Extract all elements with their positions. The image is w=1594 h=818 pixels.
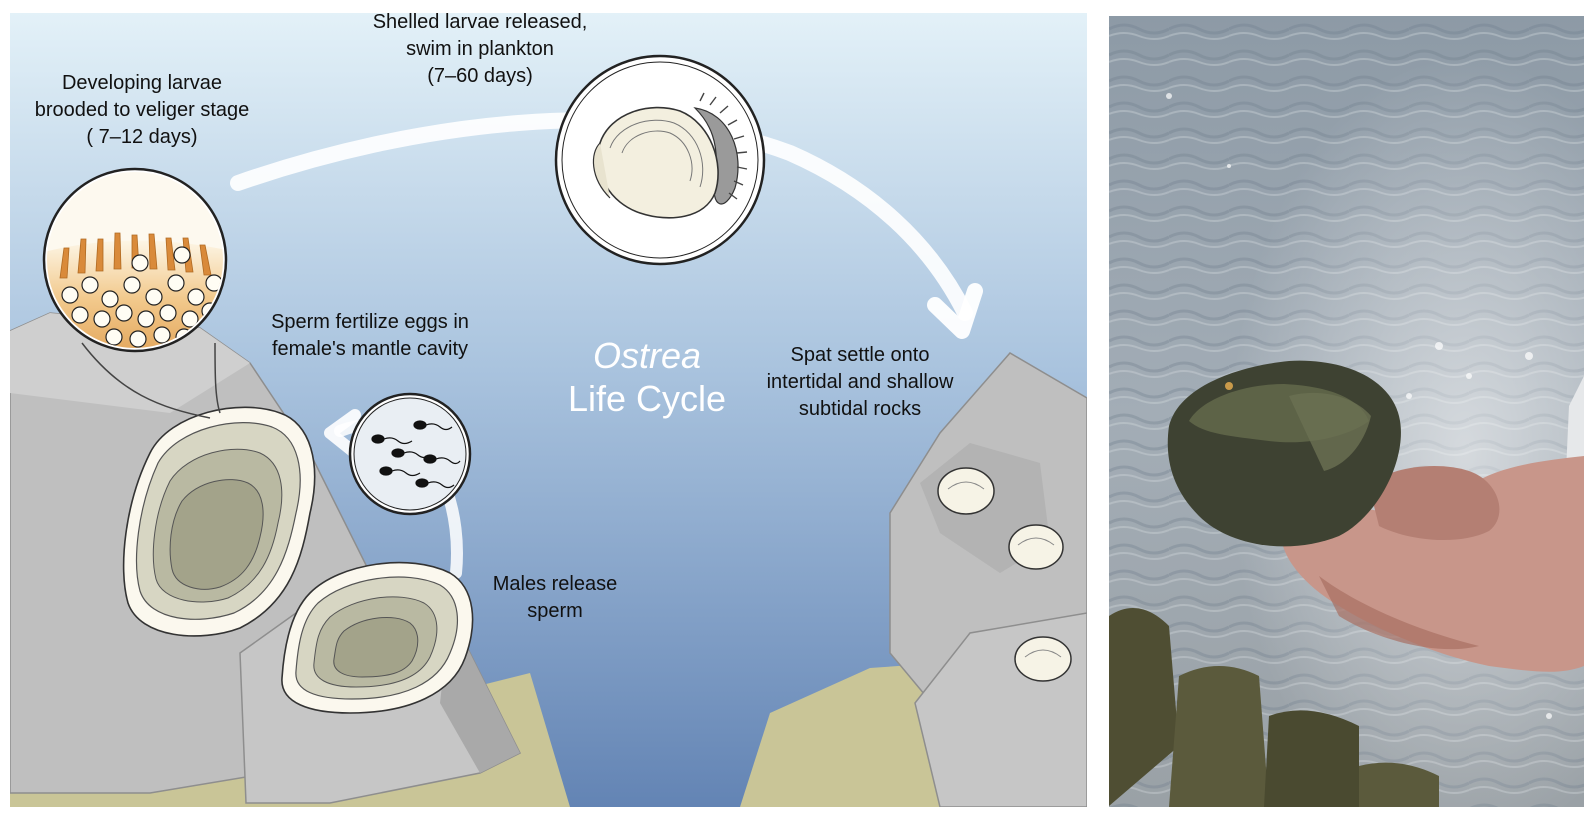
oyster-life-cycle-diagram: Developing larvae brooded to veliger sta… [10, 13, 1087, 807]
label-spat-settle: Spat settle onto intertidal and shallow … [766, 344, 954, 420]
brood-callout-line [81, 342, 211, 419]
brood-circle [42, 167, 228, 353]
label-brooded-larvae: Developing larvae brooded to veliger sta… [34, 72, 250, 148]
diagram-title: Ostrea Life Cycle [547, 335, 747, 421]
thumb [1369, 466, 1500, 541]
brood-callout-line-2 [214, 342, 221, 414]
label-males-release: Males release sperm [492, 573, 618, 622]
sperm-circle [348, 392, 472, 516]
oyster-female [122, 406, 316, 637]
cycle-arrow-head [927, 283, 983, 339]
rock-left-large-top [10, 313, 250, 413]
sperm-arrow-head [324, 409, 361, 459]
label-sperm-fertilize: Sperm fertilize eggs in female's mantle … [271, 311, 469, 360]
photo-artwork [1109, 16, 1584, 807]
oyster-male [281, 561, 474, 714]
diagram-artwork [10, 13, 1087, 807]
mossy-pilings [1109, 608, 1439, 807]
oyster-photo [1109, 16, 1584, 807]
title-life-cycle: Life Cycle [567, 378, 727, 419]
label-shelled-larvae: Shelled larvae released, swim in plankto… [372, 13, 588, 87]
title-genus: Ostrea [592, 335, 702, 376]
spat-shells [937, 467, 1072, 682]
veliger-circle [554, 54, 766, 266]
oyster-in-hand [1167, 360, 1401, 547]
